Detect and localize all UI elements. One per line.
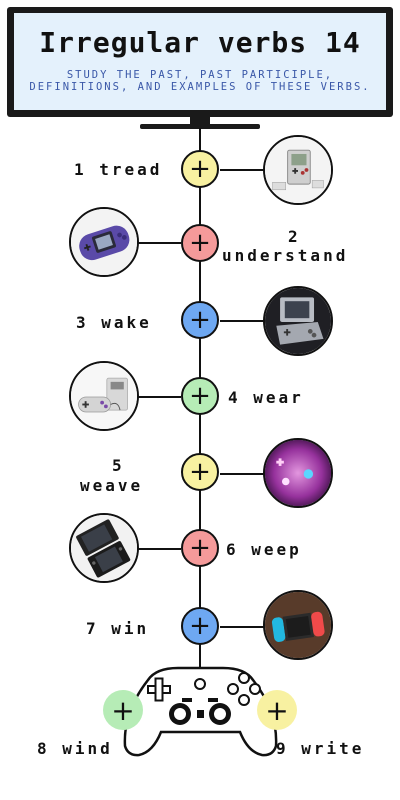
game-boy-icon <box>263 135 333 205</box>
verb-label-4: 4 wear <box>228 388 304 407</box>
game-boy-advance-icon <box>69 207 139 277</box>
verb-node-3[interactable]: + <box>181 301 219 339</box>
verb-label-5-number: 5 <box>112 456 125 475</box>
connector-1 <box>220 169 266 171</box>
verb-label-7: 7 win <box>86 619 150 638</box>
verb-node-9[interactable]: + <box>257 690 297 730</box>
verb-node-8[interactable]: + <box>103 690 143 730</box>
glowing-controller-icon <box>263 438 333 508</box>
verb-label-8: 8 wind <box>37 739 113 758</box>
page-title: Irregular verbs 14 <box>39 26 361 59</box>
verb-node-6[interactable]: + <box>181 529 219 567</box>
verb-label-1: 1 tread <box>74 160 163 179</box>
game-boy-advance-sp-icon <box>263 286 333 356</box>
verb-label-2-word: understand <box>222 246 349 265</box>
nintendo-switch-icon <box>263 590 333 660</box>
verb-label-6: 6 weep <box>226 540 302 559</box>
gamepad-icon <box>118 662 283 757</box>
verb-label-9: 9 write <box>276 739 365 758</box>
verb-label-3: 3 wake <box>76 313 152 332</box>
monitor-stand-base <box>140 124 260 129</box>
verb-node-1[interactable]: + <box>181 150 219 188</box>
connector-3 <box>220 320 266 322</box>
nintendo-ds-icon <box>69 513 139 583</box>
connector-7 <box>220 626 266 628</box>
verb-node-4[interactable]: + <box>181 377 219 415</box>
connector-4 <box>135 396 181 398</box>
verb-node-5[interactable]: + <box>181 453 219 491</box>
verb-label-5-word: weave <box>80 476 144 495</box>
page-subtitle: Study the past, past participle, definit… <box>29 69 371 93</box>
monitor-stand-neck <box>190 117 210 126</box>
verb-label-2-number: 2 <box>288 227 301 246</box>
connector-2 <box>135 242 181 244</box>
verb-node-7[interactable]: + <box>181 607 219 645</box>
verb-node-2[interactable]: + <box>181 224 219 262</box>
connector-6 <box>135 548 181 550</box>
snes-controller-icon <box>69 361 139 431</box>
connector-5 <box>220 473 266 475</box>
title-screen <box>12 11 388 112</box>
